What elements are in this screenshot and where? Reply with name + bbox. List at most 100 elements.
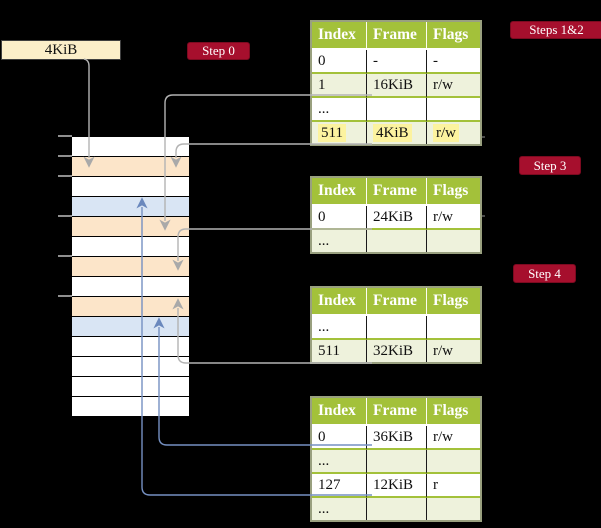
page-table-final-level: Index Frame Flags 0 36KiB r/w ... 127 12… xyxy=(310,396,482,522)
memory-frame-row-white xyxy=(72,337,189,357)
col-header-frame: Frame xyxy=(367,288,427,316)
root-pointer-label: 4KiB xyxy=(44,42,78,58)
cell-index: 511 xyxy=(312,122,367,144)
cell-frame: - xyxy=(367,50,427,74)
cell-frame xyxy=(367,498,427,520)
table-header-row: Index Frame Flags xyxy=(312,22,480,50)
cell-index: 0 xyxy=(312,426,367,450)
col-header-flags: Flags xyxy=(427,178,480,206)
cell-flags: - xyxy=(427,50,480,74)
address-tick xyxy=(58,155,72,157)
address-tick xyxy=(58,215,72,217)
table-row-highlighted: 511 4KiB r/w xyxy=(312,122,480,144)
page-table-step-3: Index Frame Flags 0 24KiB r/w ... xyxy=(310,176,482,254)
memory-frame-row-peach xyxy=(72,297,189,317)
col-header-index: Index xyxy=(312,22,367,50)
highlight: 511 xyxy=(318,123,346,142)
badge-step-3: Step 3 xyxy=(519,156,581,175)
memory-frame-row-blue xyxy=(72,197,189,217)
address-tick xyxy=(58,295,72,297)
memory-frame-row-blue xyxy=(72,317,189,337)
col-header-flags: Flags xyxy=(427,288,480,316)
badge-step-4: Step 4 xyxy=(513,264,576,283)
cell-flags: r/w xyxy=(427,122,480,144)
table-row: 0 - - xyxy=(312,50,480,74)
col-header-frame: Frame xyxy=(367,178,427,206)
memory-frame-row-peach xyxy=(72,257,189,277)
memory-frame-row-peach xyxy=(72,217,189,237)
cell-index: 1 xyxy=(312,74,367,98)
col-header-flags: Flags xyxy=(427,398,480,426)
table-row: 127 12KiB r xyxy=(312,474,480,498)
cell-flags: r/w xyxy=(427,74,480,98)
cell-index: 511 xyxy=(312,340,367,362)
page-table-steps-1-2: Index Frame Flags 0 - - 1 16KiB r/w ... xyxy=(310,20,482,146)
arrow-entry-511-4kib-to-frame xyxy=(170,143,372,168)
cell-frame xyxy=(367,230,427,252)
badge-step-0-label: Step 0 xyxy=(202,43,235,58)
memory-frame-row-white xyxy=(72,137,189,157)
table-row: ... xyxy=(312,230,480,252)
cell-index: 127 xyxy=(312,474,367,498)
cell-flags: r/w xyxy=(427,340,480,362)
address-tick xyxy=(58,175,72,177)
cell-frame: 12KiB xyxy=(367,474,427,498)
col-header-frame: Frame xyxy=(367,22,427,50)
col-header-index: Index xyxy=(312,398,367,426)
cell-flags xyxy=(427,316,480,340)
cell-flags: r xyxy=(427,474,480,498)
memory-frame-row-white xyxy=(72,357,189,377)
cell-index: 0 xyxy=(312,206,367,230)
memory-frame-row-white xyxy=(72,277,189,297)
col-header-flags: Flags xyxy=(427,22,480,50)
badge-steps-1-2-label: Steps 1&2 xyxy=(529,22,584,37)
memory-frame-row-peach xyxy=(72,157,189,177)
table-header-row: Index Frame Flags xyxy=(312,288,480,316)
table-row: ... xyxy=(312,98,480,122)
cell-frame: 36KiB xyxy=(367,426,427,450)
badge-step-4-label: Step 4 xyxy=(528,266,561,281)
connector-stub xyxy=(480,215,485,217)
cell-index: ... xyxy=(312,230,367,252)
cell-frame: 24KiB xyxy=(367,206,427,230)
badge-steps-1-2: Steps 1&2 xyxy=(510,21,601,39)
col-header-frame: Frame xyxy=(367,398,427,426)
table-header-row: Index Frame Flags xyxy=(312,398,480,426)
table-row: ... xyxy=(312,498,480,520)
connector-stub xyxy=(480,136,485,138)
cell-index: ... xyxy=(312,98,367,122)
table-row: 0 36KiB r/w xyxy=(312,426,480,450)
cell-frame xyxy=(367,98,427,122)
cell-flags xyxy=(427,498,480,520)
cell-flags xyxy=(427,230,480,252)
table-row: ... xyxy=(312,450,480,474)
col-header-index: Index xyxy=(312,288,367,316)
cell-frame: 4KiB xyxy=(367,122,427,144)
cell-flags: r/w xyxy=(427,206,480,230)
cell-frame xyxy=(367,316,427,340)
root-pointer-box: 4KiB xyxy=(1,40,121,60)
cell-index: ... xyxy=(312,316,367,340)
cell-frame: 32KiB xyxy=(367,340,427,362)
page-table-step-4: Index Frame Flags ... 511 32KiB r/w xyxy=(310,286,482,364)
table-row: 0 24KiB r/w xyxy=(312,206,480,230)
cell-flags: r/w xyxy=(427,426,480,450)
badge-step-0: Step 0 xyxy=(187,42,250,60)
memory-frame-row-white xyxy=(72,397,189,416)
cell-index: ... xyxy=(312,450,367,474)
cell-index: 0 xyxy=(312,50,367,74)
memory-frame-row-white xyxy=(72,177,189,197)
physical-memory-column xyxy=(71,136,190,417)
badge-step-3-label: Step 3 xyxy=(533,158,567,173)
highlight: 4KiB xyxy=(373,123,412,142)
table-row: 1 16KiB r/w xyxy=(312,74,480,98)
address-tick xyxy=(58,135,72,137)
col-header-index: Index xyxy=(312,178,367,206)
cell-index: ... xyxy=(312,498,367,520)
cell-flags xyxy=(427,98,480,122)
table-row: 511 32KiB r/w xyxy=(312,340,480,362)
highlight: r/w xyxy=(433,123,459,142)
cell-frame: 16KiB xyxy=(367,74,427,98)
address-tick xyxy=(58,255,72,257)
